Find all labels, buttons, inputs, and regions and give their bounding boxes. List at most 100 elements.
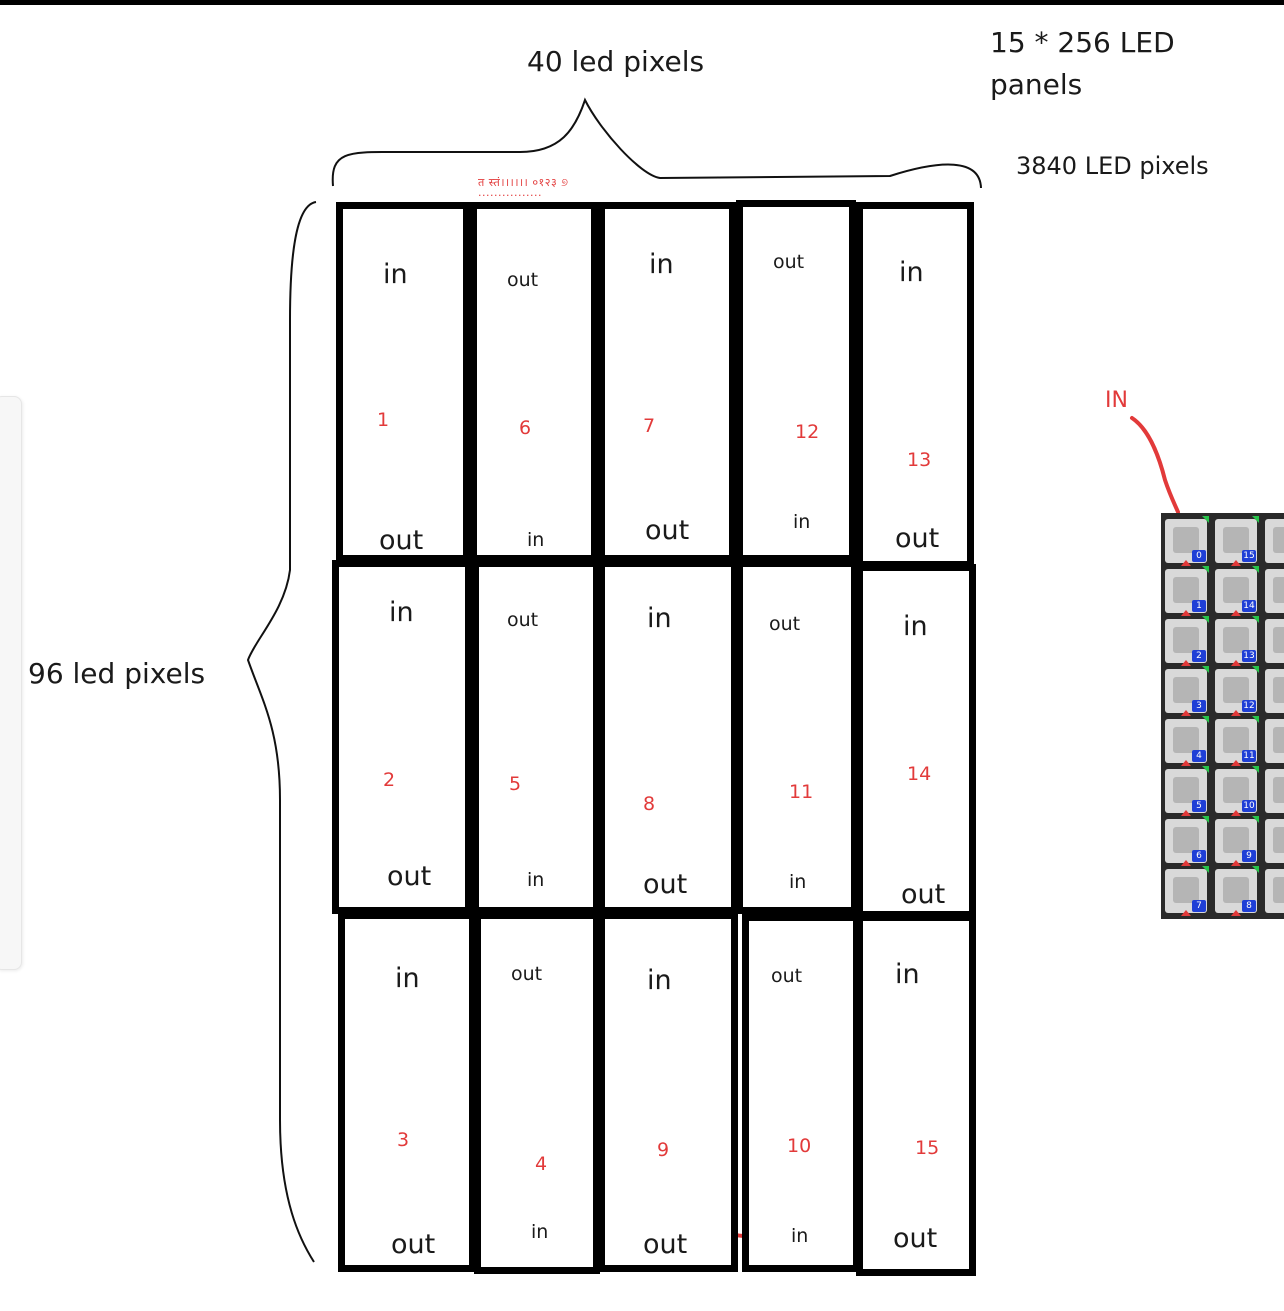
led-panel: in 9 out: [598, 912, 738, 1272]
led-index-badge: 3: [1192, 700, 1206, 712]
led-cell: 4: [1165, 716, 1209, 766]
led-index-badge: 4: [1192, 750, 1206, 762]
panel-top-label: in: [647, 603, 672, 634]
red-marker-icon: [1181, 810, 1191, 816]
led-panel: in 2 out: [332, 560, 472, 914]
scribble-line-1: त स्तं।।।।।। ०१२३ ୭: [478, 176, 569, 189]
panel-bottom-label: in: [527, 529, 545, 551]
led-index-badge: 14: [1242, 600, 1256, 612]
panel-top-label: in: [649, 249, 674, 280]
height-label: 96 led pixels: [28, 657, 206, 690]
led-index-badge: 11: [1242, 750, 1256, 762]
green-marker-icon: [1252, 866, 1259, 873]
top-edge-bar: [0, 0, 1284, 5]
led-panel: out 6 in: [470, 202, 598, 562]
led-cell: 1: [1165, 566, 1209, 616]
led-cell: [1265, 869, 1284, 913]
panel-bottom-label: out: [391, 1229, 436, 1260]
led-chip-icon: [1273, 527, 1284, 553]
led-index-badge: 13: [1242, 650, 1256, 662]
led-chip-icon: [1223, 827, 1249, 853]
led-panel: in 15 out: [856, 914, 976, 1276]
led-panel: out 5 in: [472, 560, 600, 914]
led-index-badge: 0: [1192, 550, 1206, 562]
panel-top-label: out: [773, 251, 805, 273]
panel-top-label: out: [507, 269, 539, 291]
led-cell: 6: [1165, 816, 1209, 866]
width-label: 40 led pixels: [527, 45, 705, 78]
led-cell: 11: [1215, 716, 1259, 766]
green-marker-icon: [1252, 566, 1259, 573]
led-cell: 5: [1165, 766, 1209, 816]
led-chip-icon: [1273, 577, 1284, 603]
panel-number: 6: [519, 417, 532, 439]
led-panel: in 1 out: [336, 202, 470, 562]
panel-bottom-label: in: [531, 1221, 549, 1243]
panel-bottom-label: out: [895, 523, 940, 554]
panel-number: 12: [795, 421, 820, 443]
panel-bottom-label: in: [791, 1225, 809, 1247]
panel-top-label: in: [903, 611, 928, 642]
led-cell: 7: [1165, 866, 1209, 916]
led-chip-icon: [1173, 627, 1199, 653]
panel-number: 1: [377, 409, 390, 431]
panel-number: 4: [535, 1153, 548, 1175]
panel-number: 3: [397, 1129, 410, 1151]
led-cell: [1265, 669, 1284, 713]
led-index-badge: 2: [1192, 650, 1206, 662]
green-marker-icon: [1252, 816, 1259, 823]
led-chip-icon: [1273, 727, 1284, 753]
led-cell: 15: [1215, 516, 1259, 566]
panel-top-label: in: [395, 963, 420, 994]
led-index-badge: 5: [1192, 800, 1206, 812]
panel-top-label: out: [507, 609, 539, 631]
led-panel: out 4 in: [474, 912, 600, 1274]
panel-bottom-label: out: [901, 879, 946, 910]
green-marker-icon: [1202, 816, 1209, 823]
led-chip-icon: [1223, 677, 1249, 703]
led-chip-icon: [1223, 527, 1249, 553]
panel-number: 15: [915, 1137, 940, 1159]
panel-bottom-label: in: [527, 869, 545, 891]
panel-number: 14: [907, 763, 932, 785]
led-cell: 13: [1215, 616, 1259, 666]
panel-bottom-label: out: [379, 525, 424, 556]
panel-number: 2: [383, 769, 396, 791]
led-cell: 14: [1215, 566, 1259, 616]
green-marker-icon: [1202, 716, 1209, 723]
panel-bottom-label: out: [893, 1223, 938, 1254]
panel-number: 13: [907, 449, 932, 471]
panel-number: 11: [789, 781, 814, 803]
led-cell: 10: [1215, 766, 1259, 816]
led-panel: in 14 out: [856, 564, 976, 918]
led-index-badge: 1: [1192, 600, 1206, 612]
handwritten-scribble: त स्तं।।।।।। ०१२३ ୭ ················: [478, 176, 568, 202]
panel-top-label: in: [647, 965, 672, 996]
led-chip-icon: [1223, 877, 1249, 903]
green-marker-icon: [1252, 616, 1259, 623]
panel-count-line-1: 15 * 256 LED: [990, 26, 1175, 59]
green-marker-icon: [1252, 766, 1259, 773]
led-chip-icon: [1273, 827, 1284, 853]
panel-bottom-label: in: [793, 511, 811, 533]
side-panel-edge: [0, 396, 22, 970]
led-cell: 12: [1215, 666, 1259, 716]
green-marker-icon: [1202, 766, 1209, 773]
led-chip-icon: [1173, 877, 1199, 903]
green-marker-icon: [1202, 616, 1209, 623]
led-chip-icon: [1173, 527, 1199, 553]
led-index-badge: 7: [1192, 900, 1206, 912]
green-marker-icon: [1202, 866, 1209, 873]
panel-top-label: out: [769, 613, 801, 635]
input-wire: [1130, 416, 1180, 514]
panel-number: 5: [509, 773, 522, 795]
panel-top-label: in: [899, 257, 924, 288]
led-cell: 8: [1215, 866, 1259, 916]
red-marker-icon: [1231, 910, 1241, 916]
led-chip-icon: [1273, 777, 1284, 803]
panel-count-line-2: panels: [990, 68, 1083, 101]
led-panel: in 13 out: [856, 202, 974, 568]
led-chip-icon: [1173, 577, 1199, 603]
led-cell: 3: [1165, 666, 1209, 716]
